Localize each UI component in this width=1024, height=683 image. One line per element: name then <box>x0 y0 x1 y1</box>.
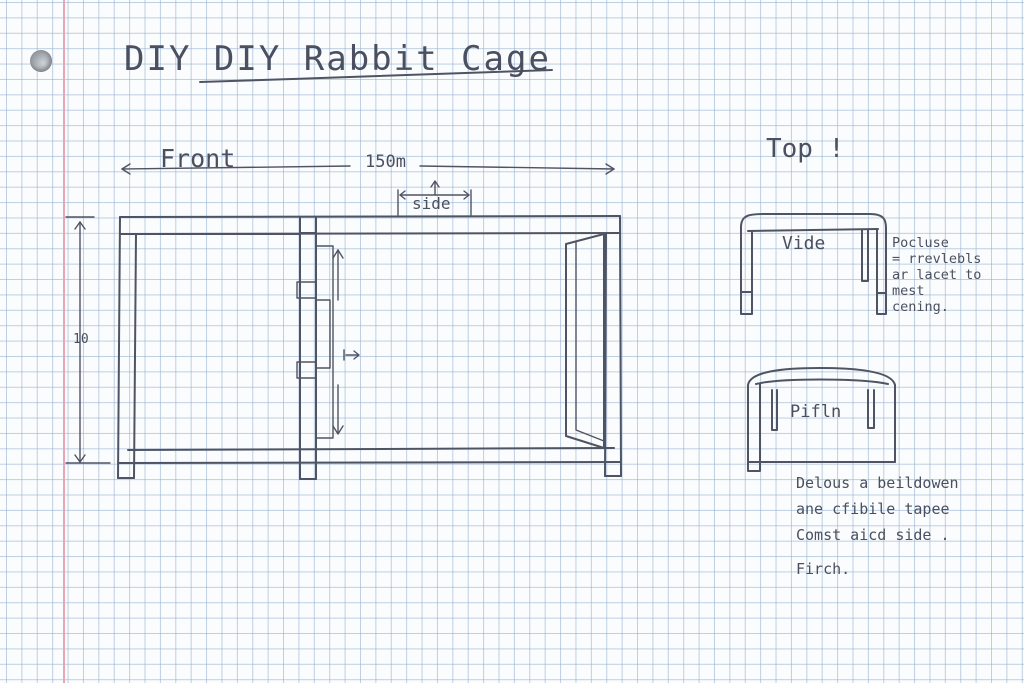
width-dimension-line <box>121 163 615 175</box>
side-dimension-marker <box>397 180 472 216</box>
note-line: Delous a beildowen <box>796 474 959 492</box>
height-dimension-label: 10 <box>73 332 89 347</box>
cage-door-latch <box>296 245 360 439</box>
width-dimension-label: 150m <box>365 152 406 172</box>
note-line: cening. <box>892 299 949 315</box>
front-view-label: Front <box>160 144 236 173</box>
note-line: mest <box>892 283 925 299</box>
top-view-heading: Top ! <box>766 134 845 164</box>
top-view-upper-frame <box>740 213 887 315</box>
note-line: Pocluse <box>892 235 949 251</box>
note-line: = rrevlebls <box>892 251 982 267</box>
binder-hole <box>30 50 52 72</box>
note-line: ar lacet to <box>892 267 982 283</box>
top-view-lower-frame <box>747 367 896 472</box>
side-label: side <box>412 194 451 213</box>
note-line: ane cfibile tapee <box>796 500 950 518</box>
note-line: Comst aicd side . <box>796 526 950 544</box>
finish-note: Firch. <box>796 560 851 578</box>
page-title: DIY DIY Rabbit Cage <box>124 39 551 79</box>
cage-side-door <box>565 233 605 449</box>
top-view-lower-label: Pifln <box>790 402 842 422</box>
top-view-bottom-note: Delous a beildowen ane cfibile tapee Com… <box>796 470 959 548</box>
title-underline <box>199 69 553 83</box>
top-view-side-note: Pocluse = rrevlebls ar lacet to mest cen… <box>892 235 981 315</box>
cage-front-view <box>117 215 622 480</box>
top-view-upper-label: Vide <box>782 233 826 254</box>
notebook-margin-line <box>63 0 65 683</box>
height-dimension-line <box>65 216 111 464</box>
